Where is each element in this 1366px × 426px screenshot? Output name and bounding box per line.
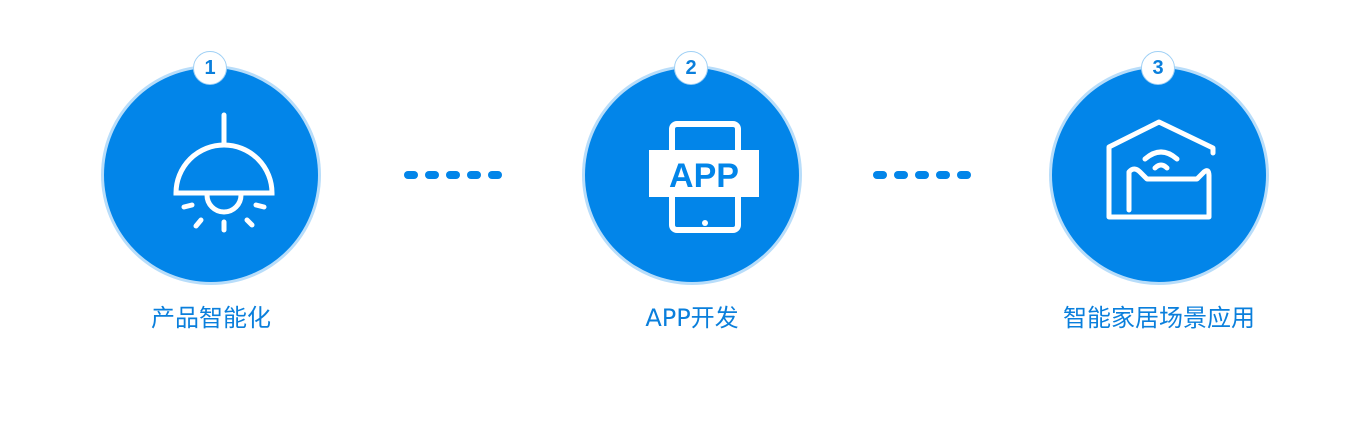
connector-dots bbox=[873, 171, 971, 179]
step-circle: APP bbox=[585, 68, 799, 282]
lamp-icon bbox=[173, 112, 275, 233]
step-2: APP 2 APP开发 bbox=[572, 0, 812, 340]
step-label: 产品智能化 bbox=[151, 304, 271, 332]
step-1: 1 产品智能化 bbox=[91, 0, 331, 340]
smart-home-icon bbox=[1106, 119, 1216, 220]
step-circle bbox=[1052, 68, 1266, 282]
step-number-badge: 2 bbox=[674, 51, 708, 85]
app-text: APP bbox=[669, 157, 739, 195]
app-phone-icon: APP bbox=[649, 121, 759, 233]
step-circle bbox=[104, 68, 318, 282]
step-label: 智能家居场景应用 bbox=[1063, 304, 1255, 332]
step-number-badge: 3 bbox=[1141, 51, 1175, 85]
step-number-badge: 1 bbox=[193, 51, 227, 85]
step-3: 3 智能家居场景应用 bbox=[1039, 0, 1279, 340]
connector-dots bbox=[404, 171, 502, 179]
step-label: APP开发 bbox=[645, 304, 739, 332]
